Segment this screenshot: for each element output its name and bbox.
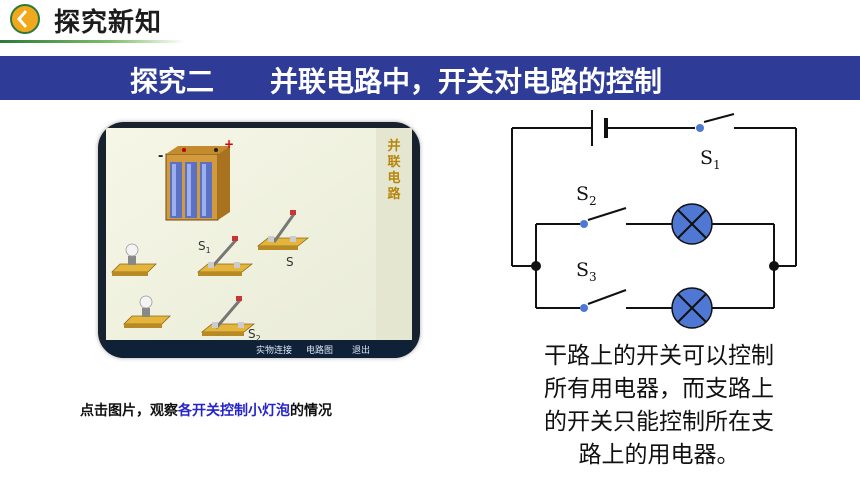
battery-minus-label: -: [158, 149, 163, 164]
menu-real-connection[interactable]: 实物连接: [256, 344, 292, 356]
vertical-label-char: 联: [387, 155, 400, 170]
parallel-circuit-simulation[interactable]: - + 并 联 电 路 S1: [98, 122, 420, 358]
switch-s1-symbol-label: S1: [700, 147, 721, 172]
lamp-1-icon[interactable]: [111, 243, 157, 276]
menu-exit[interactable]: 退出: [352, 344, 370, 356]
switch-s1-label: S1: [198, 239, 211, 255]
section-logo-icon: [10, 4, 40, 34]
right-junction: [769, 261, 779, 271]
switch-s2-icon[interactable]: [200, 296, 256, 336]
conclusion-line: 的开关只能控制所在支: [544, 409, 774, 435]
caption-text-end: 的情况: [290, 403, 332, 419]
conclusion-line: 路上的用电器。: [578, 442, 740, 468]
switch-s2-symbol-label: S2: [576, 183, 597, 208]
instruction-caption: 点击图片，观察各开关控制小灯泡的情况: [80, 400, 332, 420]
switch-s3-pivot: [580, 304, 588, 312]
switch-main-label: S: [286, 255, 294, 269]
switch-s3-symbol-label: S3: [576, 259, 597, 284]
vertical-label-char: 路: [387, 186, 401, 202]
caption-highlight: 各开关控制小灯泡: [178, 403, 290, 419]
switch-s2-label: S2: [248, 327, 261, 343]
topic-banner: 探究二 并联电路中，开关对电路的控制: [0, 56, 860, 100]
battery-plus-label: +: [224, 137, 234, 151]
parallel-circuit-diagram: S1 S2 S3: [511, 110, 797, 329]
switch-s1-pivot: [696, 124, 704, 132]
vertical-label-char: 并: [387, 138, 400, 154]
battery-pack-icon: [165, 146, 230, 221]
banner-title: 并联电路中，开关对电路的控制: [270, 65, 663, 98]
caption-text: 点击图片，观察: [80, 403, 178, 419]
lamp-2-symbol-icon: [671, 287, 713, 329]
left-junction: [531, 261, 541, 271]
lamp-2-icon[interactable]: [123, 295, 171, 328]
conclusion-text: 干路上的开关可以控制 所有用电器，而支路上 的开关只能控制所在支 路上的用电器。: [504, 340, 814, 472]
conclusion-line: 干路上的开关可以控制: [544, 343, 774, 369]
menu-circuit-diagram[interactable]: 电路图: [306, 344, 333, 356]
conclusion-line: 所有用电器，而支路上: [544, 376, 774, 402]
header-divider: [0, 40, 185, 43]
banner-label: 探究二: [130, 65, 215, 98]
switch-main-icon[interactable]: [256, 210, 310, 250]
lamp-1-symbol-icon: [671, 203, 713, 245]
vertical-label-char: 电: [387, 170, 400, 186]
switch-s1-icon[interactable]: [196, 236, 254, 276]
page-title: 探究新知: [54, 8, 163, 38]
battery-symbol-icon: [591, 110, 608, 146]
switch-s2-pivot: [580, 220, 588, 228]
